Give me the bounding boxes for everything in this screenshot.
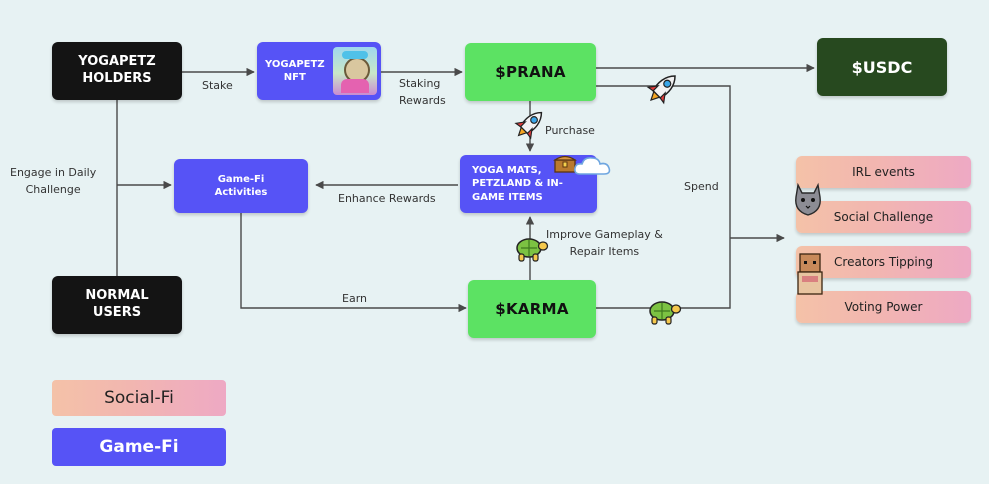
voting-power-label: Voting Power (844, 300, 923, 314)
usdc-label: $USDC (851, 57, 913, 77)
turtle-icon (516, 238, 549, 262)
legend-socialfi-label: Social-Fi (104, 388, 174, 408)
yogapetz-holders-node: YOGAPETZ HOLDERS (52, 42, 182, 100)
treasure-chest-icon (553, 155, 577, 173)
voting-power-box: Voting Power (796, 291, 971, 323)
gamefi-activities-node: Game-Fi Activities (174, 159, 308, 213)
rocket-icon (514, 111, 543, 140)
prana-node: $PRANA (465, 43, 596, 101)
creators-tipping-label: Creators Tipping (834, 255, 933, 269)
social-challenge-label: Social Challenge (833, 210, 934, 224)
stake-label: Stake (202, 79, 233, 92)
legend-gamefi: Game-Fi (52, 428, 226, 466)
karma-spend-line (596, 238, 731, 309)
enhance-rewards-label: Enhance Rewards (338, 192, 436, 205)
earn-label: Earn (342, 292, 367, 305)
cat-icon (795, 182, 821, 216)
engage-label: Engage in Daily Challenge (10, 166, 97, 197)
cloud-icon (574, 157, 611, 175)
rocket-icon (646, 75, 676, 105)
irl-events-box: IRL events (796, 156, 971, 188)
staking-rewards-label: Staking Rewards (399, 77, 446, 108)
improve-gameplay-label: Improve Gameplay & Repair Items (546, 228, 663, 259)
creators-tipping-box: Creators Tipping (796, 246, 971, 278)
spend-label: Spend (684, 180, 719, 193)
nft-thumbnail-icon (333, 47, 377, 95)
yoga-mats-node: YOGA MATS, PETZLAND & IN- GAME ITEMS (460, 155, 597, 213)
pixel-avatar-icon (797, 253, 823, 295)
karma-node: $KARMA (468, 280, 596, 338)
prana-label: $PRANA (495, 63, 566, 81)
yoga-mats-label: YOGA MATS, PETZLAND & IN- GAME ITEMS (472, 164, 563, 203)
prana-spend-line (596, 85, 731, 238)
social-challenge-box: Social Challenge (796, 201, 971, 233)
earn-arrow (240, 213, 467, 313)
turtle-icon (649, 301, 682, 325)
irl-events-label: IRL events (852, 165, 915, 179)
legend-socialfi: Social-Fi (52, 380, 226, 416)
normal-users-label: NORMAL USERS (85, 288, 149, 320)
karma-label: $KARMA (495, 300, 569, 318)
yogapetz-nft-node: YOGAPETZ NFT (257, 42, 381, 100)
yogapetz-holders-label: YOGAPETZ HOLDERS (78, 54, 156, 86)
normal-users-node: NORMAL USERS (52, 276, 182, 334)
usdc-node: $USDC (817, 38, 947, 96)
gamefi-activities-label: Game-Fi Activities (214, 173, 268, 199)
purchase-label: Purchase (545, 124, 595, 137)
yogapetz-nft-label: YOGAPETZ NFT (265, 58, 325, 84)
legend-gamefi-label: Game-Fi (99, 436, 179, 457)
